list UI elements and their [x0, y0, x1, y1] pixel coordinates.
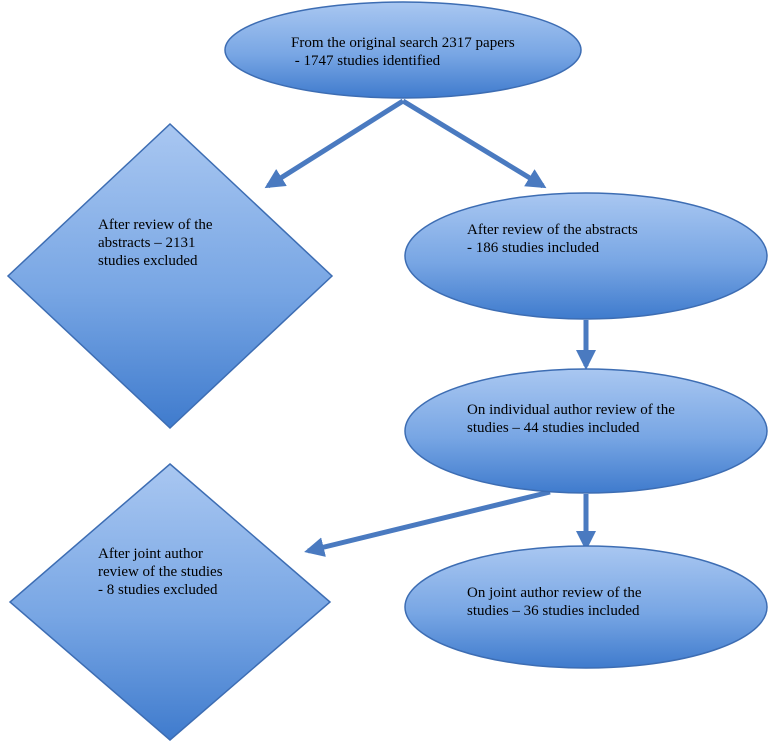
start-node-line-2: - 1747 studies identified [291, 53, 441, 69]
excluded-abstracts-label: After review of the abstracts – 2131 stu… [98, 216, 213, 270]
excluded-joint-line-1: After joint author [98, 546, 203, 562]
individual-review-line-2: studies – 44 studies included [467, 420, 640, 436]
excluded-joint-diamond [8, 463, 332, 741]
included-abstracts-label: After review of the abstracts - 186 stud… [467, 221, 638, 257]
start-node-line-1: From the original search 2317 papers [291, 35, 515, 51]
included-abstracts-line-2: - 186 studies included [467, 240, 600, 256]
start-node-label: From the original search 2317 papers - 1… [291, 34, 515, 70]
excluded-abstracts-line-3: studies excluded [98, 253, 198, 269]
joint-review-ellipse [404, 545, 768, 669]
individual-review-label: On individual author review of the studi… [467, 401, 675, 437]
connectors [264, 98, 596, 557]
joint-review-label: On joint author review of the studies – … [467, 584, 642, 620]
excluded-abstracts-line-2: abstracts – 2131 [98, 235, 196, 251]
excluded-joint-line-3: - 8 studies excluded [98, 582, 218, 598]
individual-review-line-1: On individual author review of the [467, 402, 675, 418]
included-abstracts-line-1: After review of the abstracts [467, 222, 638, 238]
excluded-abstracts-diamond [6, 122, 334, 430]
joint-review-line-2: studies – 36 studies included [467, 603, 640, 619]
arrow-start-to-excluded-abstracts [264, 98, 405, 189]
excluded-abstracts-line-1: After review of the [98, 217, 213, 233]
start-node-ellipse [224, 1, 582, 99]
arrow-individual-to-excluded-joint [304, 489, 551, 557]
joint-review-line-1: On joint author review of the [467, 585, 642, 601]
included-abstracts-ellipse [404, 192, 768, 320]
individual-review-ellipse [404, 368, 768, 494]
excluded-joint-label: After joint author review of the studies… [98, 545, 223, 599]
excluded-joint-line-2: review of the studies [98, 564, 223, 580]
arrow-start-to-included-abstracts [401, 98, 547, 189]
